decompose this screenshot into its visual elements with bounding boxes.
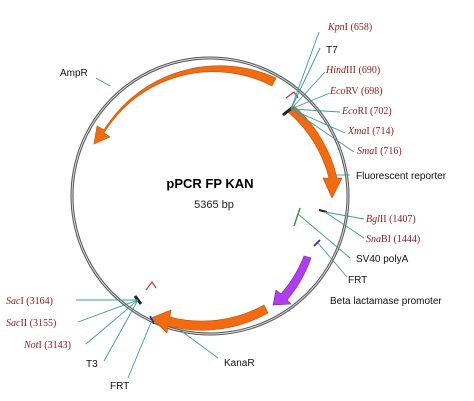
- t7-promoter-mark: [285, 91, 299, 99]
- ampr-label: AmpR: [60, 68, 88, 79]
- site-ecori: EcoRI (702): [341, 106, 392, 117]
- frt-right-label: FRT: [348, 275, 367, 286]
- site-saci: SacI (3164): [6, 296, 53, 307]
- site-sacii: SacII (3155): [6, 318, 56, 329]
- site-kpni: KpnI (658): [327, 22, 372, 33]
- kanar-arrow: [150, 304, 269, 334]
- beta-lactamase-promoter-label: Beta lactamase promoter: [330, 296, 442, 307]
- ampr-arrow: [93, 65, 277, 145]
- fluorescent-reporter-arrow: [287, 105, 343, 199]
- site-leaders-top: [290, 31, 355, 153]
- sv40-polya-mark: [293, 207, 301, 227]
- fluorescent-reporter-label: Fluorescent reporter: [356, 171, 447, 182]
- site-ecorv: EcoRV (698): [329, 86, 383, 97]
- t3-label: T3: [86, 359, 98, 370]
- t7-label: T7: [326, 45, 338, 56]
- frt-right-mark: [313, 239, 321, 247]
- site-snabi: SnaBI (1444): [366, 234, 420, 245]
- plasmid-backbone: [70, 56, 350, 336]
- site-leaders-bottom: [76, 299, 153, 379]
- site-bglii: BglII (1407): [366, 214, 416, 225]
- site-noti: NotI (3143): [23, 340, 71, 351]
- site-xmai: XmaI (714): [347, 126, 394, 137]
- site-leaders-right: [297, 211, 365, 278]
- beta-lactamase-promoter-arrow: [272, 255, 312, 306]
- plasmid-size: 5365 bp: [194, 199, 234, 211]
- sv40-polya-label: SV40 polyA: [356, 254, 409, 265]
- site-hindiii: HindIII (690): [325, 65, 380, 76]
- plasmid-name: pPCR FP KAN: [166, 176, 253, 191]
- frt-bottom-label: FRT: [110, 381, 129, 392]
- site-smai: SmaI (716): [357, 146, 402, 157]
- t3-promoter-mark: [145, 280, 157, 291]
- kanar-label: KanaR: [224, 358, 255, 369]
